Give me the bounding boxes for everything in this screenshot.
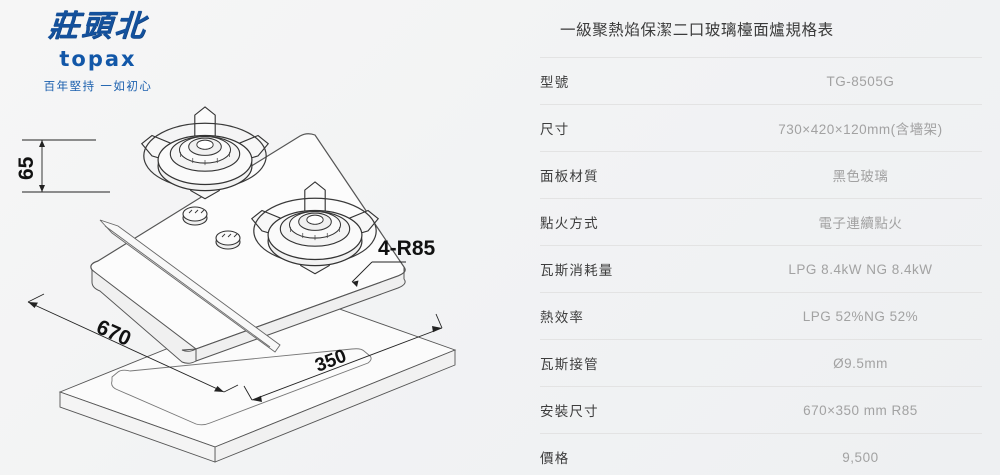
- dimension-label-670: 670: [93, 316, 134, 351]
- dimension-depth-350: [243, 313, 443, 402]
- spec-label: 安裝尺寸: [540, 386, 739, 434]
- spec-label: 瓦斯消耗量: [540, 245, 739, 293]
- spec-label: 點火方式: [540, 198, 739, 246]
- dimension-label-4r85: 4-R85: [378, 237, 436, 260]
- spec-label: 價格: [540, 433, 739, 475]
- spec-row: 點火方式電子連續點火: [540, 198, 982, 246]
- callout-corner-radius: [351, 261, 406, 287]
- stove-isometric-svg: 65 670 350: [15, 106, 457, 463]
- spec-label: 尺寸: [540, 104, 739, 152]
- spec-value: LPG 52%NG 52%: [738, 292, 982, 340]
- brand-wordmark: topax: [59, 46, 137, 71]
- spec-label: 型號: [540, 57, 739, 105]
- dimension-height-65: [22, 139, 110, 193]
- product-drawing-panel: 莊頭北 topax 百年堅持 一如初心: [0, 8, 520, 475]
- spec-table-title: 一級聚熱焰保潔二口玻璃檯面爐規格表: [560, 22, 834, 39]
- dimension-width-670: [27, 293, 239, 393]
- spec-value: 730×420×120mm(含墻架): [738, 104, 982, 152]
- spec-value: 黑色玻璃: [738, 151, 982, 199]
- dimension-label-65: 65: [15, 156, 38, 180]
- spec-label: 熱效率: [540, 292, 739, 340]
- spec-value: LPG 8.4kW NG 8.4kW: [738, 245, 982, 293]
- spec-row: 面板材質黑色玻璃: [540, 151, 982, 199]
- right-control-knob: [215, 230, 241, 250]
- spec-value: TG-8505G: [738, 57, 982, 105]
- spec-label: 瓦斯接管: [540, 339, 739, 387]
- left-control-knob: [182, 206, 208, 226]
- brand-name-cn: 莊頭北: [47, 9, 149, 44]
- spec-value: 9,500: [738, 433, 982, 475]
- brand-logo: 莊頭北 topax 百年堅持 一如初心: [18, 8, 178, 94]
- spec-value: 電子連續點火: [738, 198, 982, 246]
- gas-stove-technical-drawing: 65 670 350: [0, 100, 520, 475]
- spec-label: 面板材質: [540, 151, 739, 199]
- brand-tagline: 百年堅持 一如初心: [43, 80, 153, 93]
- spec-value: Ø9.5mm: [738, 339, 982, 387]
- spec-value: 670×350 mm R85: [738, 386, 982, 434]
